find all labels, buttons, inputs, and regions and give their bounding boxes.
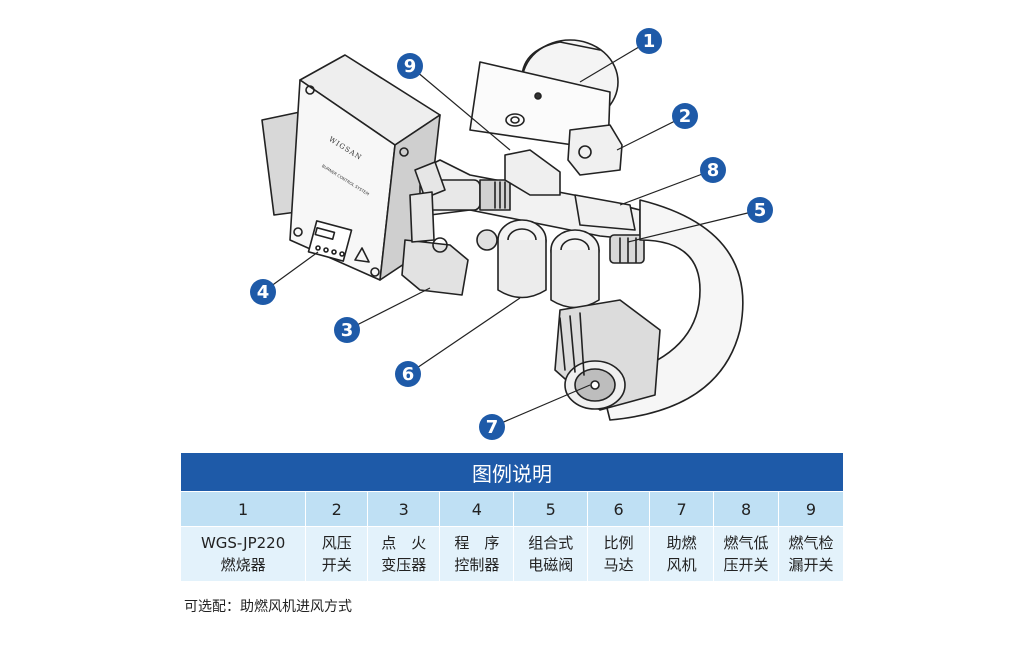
- legend-num-5: 5: [513, 491, 589, 527]
- air-pressure-switch: [567, 124, 623, 176]
- legend-desc-3: 点 火变压器: [367, 526, 441, 582]
- callout-badge-1: [636, 28, 662, 54]
- callout-leader-3: [346, 287, 431, 331]
- legend-desc-8: 燃气低压开关: [713, 526, 780, 582]
- callout-badge-8: [700, 157, 726, 183]
- callout-leader-7: [491, 384, 591, 428]
- callout-badge-3: [334, 317, 360, 343]
- callout-number-1: 1: [643, 31, 656, 52]
- legend-desc-6: 比例马达: [587, 526, 651, 582]
- callout-number-3: 3: [341, 320, 354, 341]
- callout-number-7: 7: [486, 417, 499, 438]
- legend-num-3: 3: [367, 491, 441, 527]
- ignition-transformer: [401, 237, 469, 296]
- legend-desc-9: 燃气检漏开关: [778, 526, 844, 582]
- legend-number-row: 1 2 3 4 5 6 7 8 9: [179, 491, 844, 527]
- gas-low-pressure-switch: [574, 194, 636, 231]
- legend-desc-7: 助燃风机: [649, 526, 715, 582]
- pipe-elbow: [409, 161, 446, 243]
- combined-solenoid-valve: [497, 219, 600, 309]
- legend-title: 图例说明: [472, 461, 552, 486]
- callout-leader-8: [619, 169, 714, 206]
- legend-desc-4: 程 序控制器: [439, 526, 515, 582]
- legend-header: 图例说明: [180, 452, 844, 492]
- callout-number-6: 6: [402, 364, 415, 385]
- callout-leader-1: [579, 40, 650, 83]
- callout-badge-2: [672, 103, 698, 129]
- callout-number-5: 5: [754, 200, 767, 221]
- legend-num-2: 2: [305, 491, 369, 527]
- callout-number-2: 2: [679, 106, 692, 127]
- blower-motor: [554, 299, 661, 411]
- callout-badge-6: [395, 361, 421, 387]
- callout-number-9: 9: [404, 56, 417, 77]
- legend-num-9: 9: [778, 491, 844, 527]
- legend-num-1: 1: [179, 491, 307, 527]
- callout-number-8: 8: [707, 160, 720, 181]
- callout-badge-7: [479, 414, 505, 440]
- callout-number-4: 4: [257, 282, 270, 303]
- fan-housing: [599, 199, 744, 421]
- callout-leader-6: [407, 297, 521, 375]
- callout-badge-4: [250, 279, 276, 305]
- callout-leader-5: [627, 209, 761, 243]
- footnote: 可选配：助燃风机进风方式: [184, 599, 352, 615]
- callout-leader-9: [409, 65, 511, 151]
- gas-leak-switch: [504, 149, 561, 196]
- legend-num-8: 8: [713, 491, 780, 527]
- legend-num-4: 4: [439, 491, 515, 527]
- callouts: 1 2 8 5 9 4 3 6 7: [250, 28, 773, 440]
- burner-head: [469, 39, 619, 151]
- legend-num-7: 7: [649, 491, 715, 527]
- callout-badge-5: [747, 197, 773, 223]
- legend-desc-2: 风压开关: [305, 526, 369, 582]
- legend-num-6: 6: [587, 491, 651, 527]
- legend-desc-5: 组合式电磁阀: [513, 526, 589, 582]
- callout-badge-9: [397, 53, 423, 79]
